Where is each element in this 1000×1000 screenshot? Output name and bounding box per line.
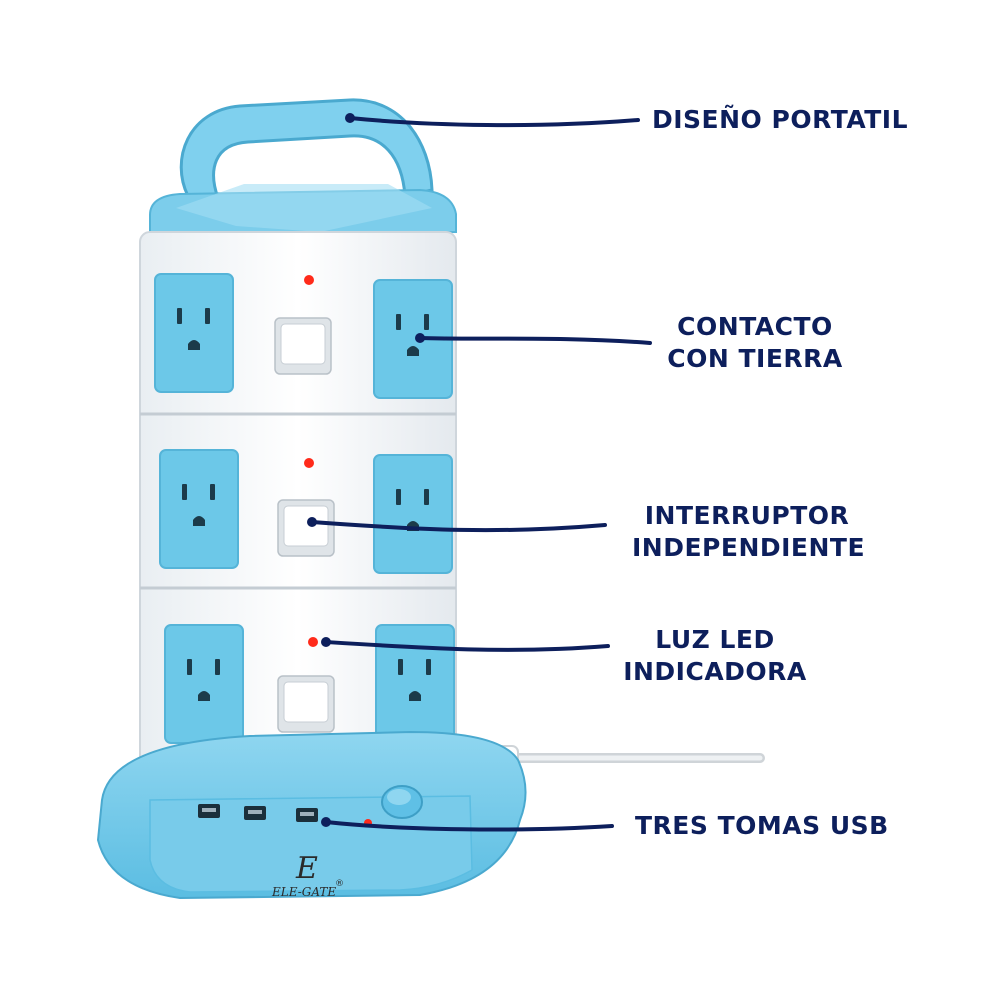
led-indicator-icon [304,275,314,285]
callout-label-led-indicator: LUZ LED INDICADORA [620,624,810,688]
callout-label-ground-contact: CONTACTO CON TIERRA [660,311,850,375]
brand-mark: E [295,851,318,886]
usb-port-icon [244,806,266,820]
callout-text: TRES TOMAS USB [635,811,889,840]
outlet-icon [154,273,234,393]
callout-line-ground [418,336,652,345]
outlet-icon [159,449,239,569]
callout-text: INDICADORA [623,657,807,686]
led-indicator-icon [304,458,314,468]
outlet-icon [164,624,244,744]
callout-label-independent-switch: INTERRUPTOR INDEPENDIENTE [632,500,866,564]
callout-text: LUZ LED [655,625,775,654]
rocker-switch-icon [274,317,332,375]
rocker-switch-icon [277,499,335,557]
callout-line-portable [348,116,640,128]
callout-text: INTERRUPTOR [644,501,850,530]
usb-port-icon [296,808,318,822]
callout-label-usb-ports: TRES TOMAS USB [635,810,889,842]
callout-text: CON TIERRA [667,344,843,373]
callout-line-led [324,640,610,652]
carry-handle-icon [179,98,434,200]
usb-port-icon [198,804,220,818]
callout-label-portable-design: DISEÑO PORTATIL [652,104,908,136]
brand-name: ELE-GATE [271,885,336,899]
outlet-icon [375,624,455,744]
rocker-switch-icon [277,675,335,733]
callout-text: INDEPENDIENTE [632,533,866,562]
outlet-icon [373,454,453,574]
brand-registered-mark: ® [335,879,344,889]
callout-text: CONTACTO [677,312,833,341]
callout-line-usb [324,820,614,832]
brand-logo: E ELE-GATE ® [271,851,344,899]
callout-line-switch [310,520,607,533]
led-indicator-icon [308,637,318,647]
callout-text: DISEÑO PORTATIL [652,105,909,134]
power-button-icon [381,785,423,819]
